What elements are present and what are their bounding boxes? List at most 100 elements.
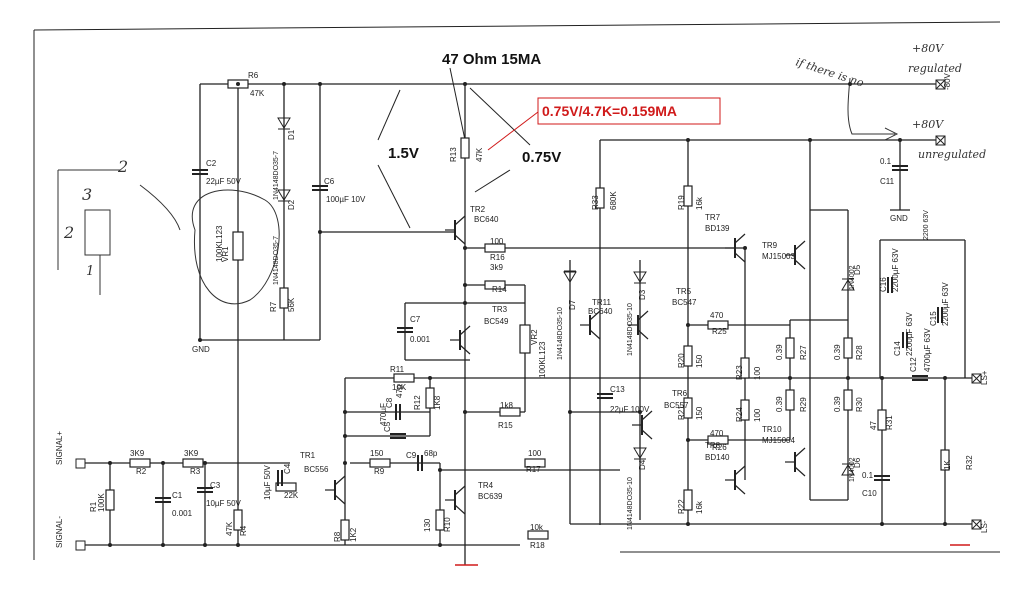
resistor-r11[interactable] bbox=[393, 373, 415, 383]
transistor-tr6[interactable] bbox=[632, 410, 653, 440]
capacitor-c15[interactable] bbox=[937, 307, 943, 323]
value-c13: 22µF 100V bbox=[610, 405, 650, 414]
resistor-r13[interactable] bbox=[460, 137, 470, 159]
transistor-tr11[interactable] bbox=[580, 310, 601, 340]
value-c15: 2200µF 63V bbox=[941, 282, 950, 326]
label-r15: R15 bbox=[498, 421, 513, 430]
resistor-r20[interactable] bbox=[683, 345, 693, 367]
resistor-r1[interactable] bbox=[105, 489, 115, 511]
annot-line-r13 bbox=[449, 67, 466, 141]
resistor-r17[interactable] bbox=[524, 458, 546, 468]
pot-vr1[interactable] bbox=[232, 231, 244, 261]
resistor-r26[interactable] bbox=[707, 435, 729, 445]
resistor-r10[interactable] bbox=[435, 509, 445, 531]
capacitor-c11[interactable] bbox=[892, 165, 908, 171]
capacitor-c6[interactable] bbox=[312, 185, 328, 191]
transistor-tr7[interactable] bbox=[725, 233, 746, 263]
value-c1: 0.001 bbox=[172, 509, 193, 518]
resistor-r22[interactable] bbox=[683, 489, 693, 511]
value-vr2: 100KL123 bbox=[538, 341, 547, 378]
value-c16: 2200µF 63V bbox=[891, 248, 900, 292]
resistor-r16[interactable] bbox=[484, 243, 506, 253]
capacitor-c8[interactable] bbox=[395, 404, 401, 420]
resistor-r29[interactable] bbox=[785, 389, 795, 411]
resistor-r30[interactable] bbox=[843, 389, 853, 411]
resistor-r3[interactable] bbox=[182, 458, 204, 468]
capacitor-c10[interactable] bbox=[874, 475, 890, 481]
transistor-tr4[interactable] bbox=[445, 485, 466, 515]
resistor-r18[interactable] bbox=[527, 530, 549, 540]
capacitor-c7[interactable] bbox=[397, 327, 413, 333]
transistor-tr8[interactable] bbox=[725, 465, 746, 495]
resistor-r4[interactable] bbox=[233, 509, 243, 531]
label-r12: R12 bbox=[413, 395, 422, 410]
resistor-r9[interactable] bbox=[369, 458, 391, 468]
diode-d2 bbox=[277, 189, 291, 202]
resistor-r19[interactable] bbox=[683, 185, 693, 207]
label-d2: D2 bbox=[287, 199, 296, 210]
resistor-r7[interactable] bbox=[279, 287, 289, 309]
resistor-r25[interactable] bbox=[707, 320, 729, 330]
hand-unregulated: unregulated bbox=[918, 148, 986, 161]
value-r4: 47K bbox=[225, 521, 234, 536]
capacitor-c3[interactable] bbox=[197, 487, 213, 493]
transistor-tr2[interactable] bbox=[445, 215, 466, 245]
capacitor-c5[interactable] bbox=[390, 433, 406, 439]
label-r21: R21 bbox=[677, 405, 686, 420]
terminal-plus80[interactable] bbox=[935, 135, 946, 146]
transistor-tr3[interactable] bbox=[450, 325, 471, 355]
terminal-ls-plus[interactable] bbox=[971, 373, 982, 384]
value-tr7: BD139 bbox=[705, 224, 730, 233]
label-c7: C7 bbox=[410, 315, 421, 324]
hand-2b: 2 bbox=[63, 223, 74, 242]
terminal-signal-plus[interactable] bbox=[75, 458, 86, 469]
value-r20: 150 bbox=[695, 354, 704, 368]
label-c14: C14 bbox=[893, 341, 902, 356]
capacitor-c13[interactable] bbox=[597, 393, 613, 399]
terminal-ls-minus[interactable] bbox=[971, 519, 982, 530]
resistor-r15[interactable] bbox=[499, 407, 521, 417]
terminal-signal-minus[interactable] bbox=[75, 540, 86, 551]
label-r1: R1 bbox=[89, 501, 98, 512]
capacitor-c2[interactable] bbox=[192, 169, 208, 175]
hand-3: 3 bbox=[82, 185, 92, 204]
resistor-r2[interactable] bbox=[129, 458, 151, 468]
capacitor-c9[interactable] bbox=[417, 455, 423, 471]
resistor-r27[interactable] bbox=[785, 337, 795, 359]
resistor-r31[interactable] bbox=[877, 409, 887, 431]
capacitor-c1[interactable] bbox=[155, 497, 171, 503]
resistor-r33[interactable] bbox=[595, 187, 605, 209]
pot-vr2[interactable] bbox=[519, 324, 531, 354]
value-r16: 100 bbox=[490, 237, 504, 246]
value-r17: 100 bbox=[528, 449, 542, 458]
rail-label-minus80: -80V bbox=[943, 72, 952, 90]
capacitor-c12[interactable] bbox=[912, 375, 928, 381]
transistor-tr1[interactable] bbox=[325, 475, 346, 505]
resistor-r21[interactable] bbox=[683, 397, 693, 419]
label-r14: R14 bbox=[492, 285, 507, 294]
resistor-r12[interactable] bbox=[425, 387, 435, 409]
value-r5: 22K bbox=[284, 491, 299, 500]
resistor-r28[interactable] bbox=[843, 337, 853, 359]
capacitor-c16[interactable] bbox=[887, 277, 893, 293]
value-tr9: MJ15003 bbox=[762, 252, 795, 261]
resistor-r14[interactable] bbox=[484, 280, 506, 290]
resistor-r5[interactable] bbox=[275, 482, 297, 492]
capacitor-c14[interactable] bbox=[902, 332, 908, 348]
label-gnd-right: GND bbox=[890, 214, 908, 223]
diode-d1 bbox=[277, 117, 291, 130]
terminal-minus80[interactable] bbox=[935, 79, 946, 90]
resistor-r8[interactable] bbox=[340, 519, 350, 541]
resistor-r23[interactable] bbox=[740, 357, 750, 379]
resistor-r24[interactable] bbox=[740, 399, 750, 421]
value-r29: 0.39 bbox=[775, 396, 784, 412]
label-r18: R18 bbox=[530, 541, 545, 550]
label-r31: R31 bbox=[885, 415, 894, 430]
resistor-r32[interactable] bbox=[940, 449, 950, 471]
transistor-tr5[interactable] bbox=[628, 310, 649, 340]
transistor-tr9[interactable] bbox=[785, 240, 806, 270]
value-tr5: BC547 bbox=[672, 298, 697, 307]
capacitor-c4[interactable] bbox=[277, 470, 283, 486]
transistor-tr10[interactable] bbox=[785, 447, 806, 477]
label-r20: R20 bbox=[677, 353, 686, 368]
